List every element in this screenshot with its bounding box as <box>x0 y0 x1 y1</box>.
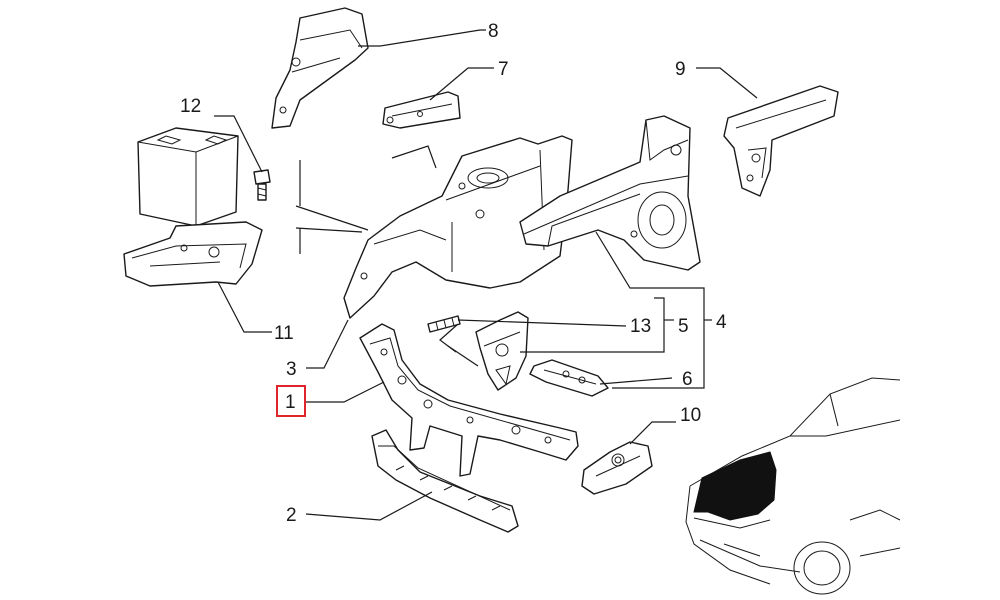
callout-labels: 8 7 9 12 11 3 13 5 4 6 1 10 2 <box>180 21 727 526</box>
callout-7[interactable]: 7 <box>498 59 509 80</box>
callout-11[interactable]: 11 <box>274 323 294 344</box>
part-8-bracket <box>271 7 369 129</box>
part-11-battery-tray <box>123 221 263 287</box>
callout-3[interactable]: 3 <box>286 359 297 380</box>
part-1-front-crossmember <box>359 323 579 477</box>
part-5-bracket <box>475 311 529 391</box>
callout-13[interactable]: 13 <box>630 316 651 337</box>
battery-box <box>137 127 239 227</box>
callout-4[interactable]: 4 <box>716 312 727 333</box>
part-12-bolt <box>253 169 271 201</box>
part-2-lower-crossmember <box>371 429 519 533</box>
callout-8[interactable]: 8 <box>488 21 499 42</box>
callout-10[interactable]: 10 <box>680 405 701 426</box>
part-7-plate <box>382 91 461 129</box>
part-6-plate <box>529 359 609 397</box>
part-9-bracket <box>723 85 839 197</box>
callout-12[interactable]: 12 <box>180 96 201 117</box>
part-3-inner-fender <box>343 135 573 319</box>
highlight-box-callout-1 <box>276 385 306 417</box>
callout-9[interactable]: 9 <box>675 59 686 80</box>
callout-1[interactable]: 1 <box>285 392 296 413</box>
callout-5[interactable]: 5 <box>678 316 689 337</box>
leader-lines <box>214 29 758 521</box>
callout-6[interactable]: 6 <box>682 369 693 390</box>
car-locator-illustration <box>685 377 901 595</box>
part-4-side-member <box>519 115 701 271</box>
callout-2[interactable]: 2 <box>286 505 297 526</box>
part-10-bracket <box>581 441 653 495</box>
part-13-stud <box>427 315 461 333</box>
